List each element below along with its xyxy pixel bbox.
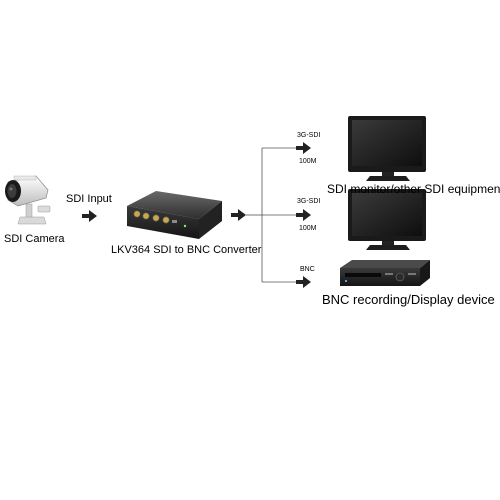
dvr-recorder-icon [340, 260, 430, 286]
monitor-icon [348, 116, 426, 181]
arrow-right-icon [231, 209, 246, 221]
sdi-monitor-label: SDI monitor/other SDI equipment [327, 182, 500, 196]
sdi-input-label: SDI Input [66, 193, 112, 205]
connector-lines [246, 147, 296, 283]
arrow-right-icon [82, 210, 97, 222]
converter-box-icon [127, 191, 222, 239]
output-distance-label: 100M [299, 158, 317, 165]
camera-label: SDI Camera [4, 233, 65, 245]
converter-label: LKV364 SDI to BNC Converter [111, 244, 262, 256]
arrow-right-icon [296, 209, 311, 221]
arrow-right-icon [296, 142, 311, 154]
arrow-right-icon [296, 276, 311, 288]
output-distance-label: 100M [299, 225, 317, 232]
output-signal-label: 3G-SDI [297, 198, 321, 205]
output-signal-label: 3G-SDI [297, 132, 321, 139]
monitor-icon [348, 189, 426, 250]
output-signal-label: BNC [300, 266, 315, 273]
bnc-device-label: BNC recording/Display device [322, 292, 495, 307]
camera-icon [5, 175, 51, 225]
